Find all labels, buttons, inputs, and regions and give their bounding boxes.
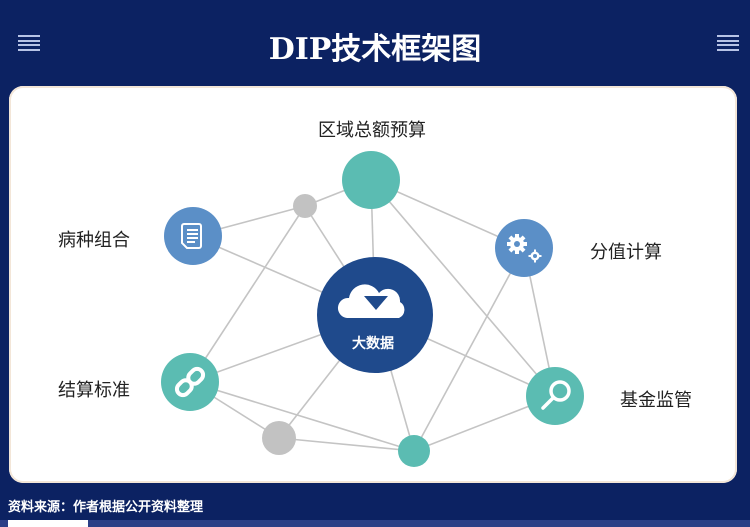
document-icon xyxy=(181,223,202,249)
page-title: DIP技术框架图 xyxy=(268,32,482,67)
node-disease-grouping xyxy=(164,207,222,265)
label-regional-budget: 区域总额预算 xyxy=(318,120,426,141)
link-icon xyxy=(174,366,206,398)
gears-icon xyxy=(507,234,542,263)
menu-icon-right[interactable] xyxy=(717,35,739,51)
menu-icon-left[interactable] xyxy=(18,35,40,51)
cloud-download-icon xyxy=(337,284,405,318)
source-note: 资料来源：作者根据公开资料整理 xyxy=(8,500,204,515)
node-fund-supervision xyxy=(526,367,584,425)
gray-node-top xyxy=(293,194,317,218)
label-settlement-standard: 结算标准 xyxy=(58,380,130,401)
bottom-strip-tab xyxy=(8,520,88,527)
header: DIP技术框架图 xyxy=(0,0,750,88)
magnifier-icon xyxy=(541,380,571,410)
label-disease-grouping: 病种组合 xyxy=(58,230,130,251)
label-center: 大数据 xyxy=(352,336,394,352)
label-fund-supervision: 基金监管 xyxy=(620,390,692,411)
bottom-strip xyxy=(0,520,750,527)
node-settlement-standard xyxy=(161,353,219,411)
teal-node-bottom xyxy=(398,435,430,467)
label-score-calculation: 分值计算 xyxy=(590,242,662,263)
node-big-data xyxy=(317,257,433,373)
node-regional-budget xyxy=(342,151,400,209)
node-score-calculation xyxy=(495,219,553,277)
gray-node-bottom xyxy=(262,421,296,455)
